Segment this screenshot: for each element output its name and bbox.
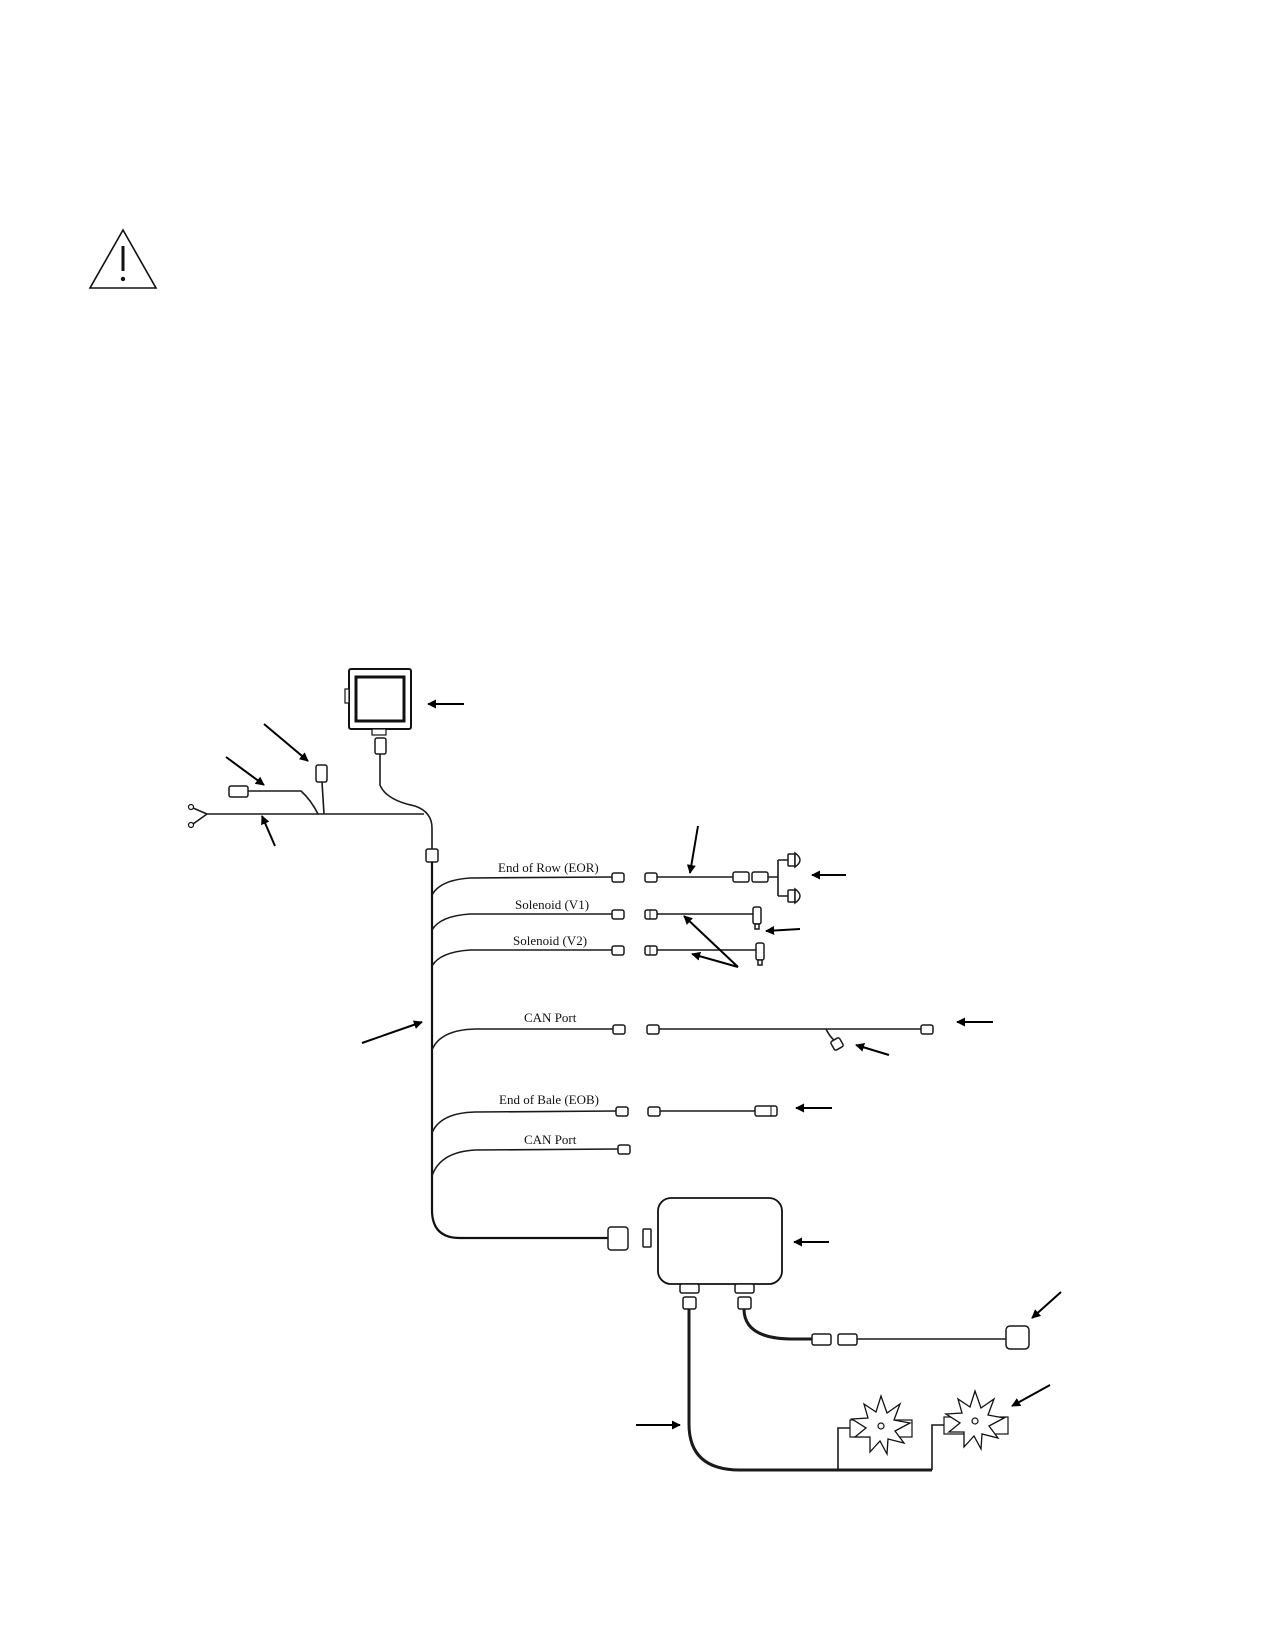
branch-eor: End of Row (EOR): [431, 860, 625, 896]
warning-triangle-icon: [88, 228, 158, 289]
control-module: [607, 1197, 783, 1294]
solenoid-v2-cable: [644, 942, 765, 966]
branch-label: CAN Port: [524, 1010, 577, 1025]
solenoid-v1-cable: [644, 906, 762, 930]
eob-sensor-cable: [647, 1105, 778, 1117]
sensor-star-cable: [682, 1296, 944, 1472]
branch-label: CAN Port: [524, 1132, 577, 1147]
star-sensor-1: [849, 1393, 913, 1457]
trunk-connector: [425, 848, 439, 863]
star-sensor-2: [943, 1388, 1009, 1452]
branch-label: End of Bale (EOB): [499, 1092, 599, 1107]
can-cable: [646, 1024, 934, 1051]
display-monitor: [344, 668, 412, 755]
branch-label: Solenoid (V2): [513, 933, 587, 948]
remote-unit-cable: [737, 1296, 1030, 1350]
branch-v1: Solenoid (V1): [431, 897, 625, 931]
main-harness-trunk: [430, 862, 608, 1240]
branch-eob: End of Bale (EOB): [431, 1092, 629, 1134]
eor-sensor-cable: [644, 851, 801, 905]
power-lead: [187, 764, 424, 829]
branch-label: Solenoid (V1): [515, 897, 589, 912]
branch-label: End of Row (EOR): [498, 860, 599, 875]
branch-v2: Solenoid (V2): [431, 933, 625, 967]
display-cable: [379, 754, 433, 849]
callout-arrows: [225, 699, 1062, 1430]
branch-can-port-1: CAN Port: [431, 1010, 626, 1051]
branch-can-port-2: CAN Port: [431, 1132, 631, 1177]
